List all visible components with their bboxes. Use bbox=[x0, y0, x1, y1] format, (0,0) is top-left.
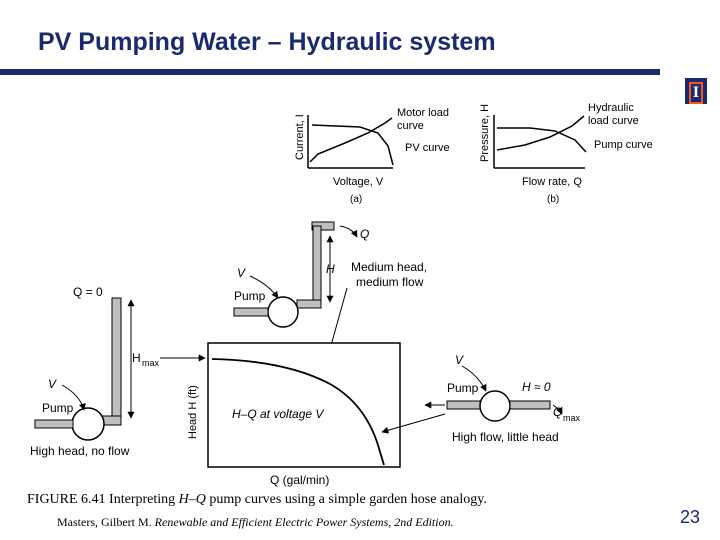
left-pump bbox=[71, 407, 105, 441]
right-outlet-hose bbox=[509, 400, 551, 410]
panel-b-tag: (b) bbox=[547, 194, 559, 205]
pump-curve bbox=[497, 127, 587, 153]
middle-q-label: Q bbox=[360, 227, 369, 241]
panel-a: Current, I Voltage, V Motor load curve P… bbox=[294, 107, 450, 205]
middle-h-label: H bbox=[326, 262, 335, 276]
source-credit: Masters, Gilbert M. Renewable and Effici… bbox=[57, 515, 454, 530]
middle-inlet-hose bbox=[233, 307, 269, 317]
motor-load-curve bbox=[309, 117, 393, 163]
panel-b-x-label: Flow rate, Q bbox=[522, 176, 582, 188]
middle-hose-setup: Q H V Pump Medium head, medium flow bbox=[233, 221, 427, 379]
left-q-label: Q = 0 bbox=[73, 285, 103, 299]
pv-curve-label: PV curve bbox=[405, 142, 450, 154]
logo-letter: I bbox=[689, 82, 703, 104]
right-q-label: Q bbox=[553, 405, 562, 419]
hq-curve bbox=[211, 358, 385, 466]
motor-load-label-2: curve bbox=[397, 120, 424, 132]
left-caption: High head, no flow bbox=[30, 444, 130, 458]
right-q-subscript: max bbox=[563, 413, 581, 423]
main-hq-plot: Head H (ft) Q (gal/min) H–Q at voltage V bbox=[160, 342, 401, 487]
hydraulic-load-curve bbox=[496, 115, 585, 151]
page-number: 23 bbox=[680, 507, 701, 527]
caption-hq: H–Q bbox=[178, 492, 206, 507]
middle-v-arrow bbox=[249, 275, 279, 299]
hydraulic-load-label-1: Hydraulic bbox=[588, 102, 634, 114]
left-vertical-hose bbox=[111, 297, 122, 425]
hose-analogy-figure: Current, I Voltage, V Motor load curve P… bbox=[30, 102, 653, 487]
main-y-label: Head H (ft) bbox=[187, 385, 199, 439]
credit-book: Renewable and Efficient Electric Power S… bbox=[154, 515, 454, 529]
right-v-label: V bbox=[455, 353, 464, 367]
left-v-label: V bbox=[48, 377, 57, 391]
hmax-subscript: max bbox=[142, 358, 160, 368]
panel-a-tag: (a) bbox=[350, 194, 362, 205]
main-x-label: Q (gal/min) bbox=[270, 473, 329, 487]
right-pump bbox=[479, 390, 511, 422]
left-pump-label: Pump bbox=[42, 401, 74, 415]
panel-a-y-label: Current, I bbox=[294, 114, 306, 160]
panel-b: Pressure, H Flow rate, Q Hydraulic load … bbox=[479, 102, 653, 205]
right-point-arrow bbox=[381, 413, 446, 434]
middle-hose-bend bbox=[296, 299, 322, 309]
right-inlet-hose bbox=[446, 400, 481, 410]
pv-curve bbox=[311, 124, 394, 166]
main-plot-frame bbox=[207, 342, 401, 468]
right-pump-label: Pump bbox=[447, 381, 479, 395]
right-q-arrow bbox=[552, 404, 563, 415]
middle-pump bbox=[267, 296, 299, 328]
middle-caption-1: Medium head, bbox=[351, 260, 427, 274]
middle-caption-2: medium flow bbox=[356, 275, 424, 289]
left-hose-setup: Q = 0 H max V Pump High head, no flow bbox=[30, 285, 160, 458]
caption-prefix: FIGURE 6.41 Interpreting bbox=[27, 492, 179, 507]
title-rule bbox=[0, 69, 660, 75]
middle-outlet-hose bbox=[311, 221, 335, 231]
hq-curve-label: H–Q at voltage V bbox=[232, 407, 324, 421]
pump-curve-label: Pump curve bbox=[594, 139, 653, 151]
motor-load-label-1: Motor load bbox=[397, 107, 449, 119]
middle-pump-label: Pump bbox=[234, 289, 266, 303]
left-inlet-hose bbox=[34, 419, 74, 429]
university-logo: I bbox=[685, 78, 707, 104]
middle-v-label: V bbox=[237, 266, 246, 280]
right-h-label: H ≈ 0 bbox=[522, 380, 551, 394]
credit-author: Masters, Gilbert M. bbox=[57, 515, 155, 529]
panel-a-x-label: Voltage, V bbox=[333, 176, 384, 188]
right-hose-setup: V Pump H ≈ 0 Q max High flow, little hea… bbox=[381, 353, 581, 444]
slide-title: PV Pumping Water – Hydraulic system bbox=[38, 28, 496, 56]
middle-q-arrow bbox=[339, 225, 358, 238]
left-v-arrow bbox=[61, 384, 86, 411]
hmax-label: H bbox=[132, 351, 141, 365]
figure-caption: FIGURE 6.41 Interpreting H–Q pump curves… bbox=[27, 492, 487, 508]
hydraulic-load-label-2: load curve bbox=[588, 115, 639, 127]
right-caption: High flow, little head bbox=[452, 430, 559, 444]
panel-b-y-label: Pressure, H bbox=[479, 104, 491, 162]
middle-vertical-hose bbox=[312, 225, 322, 309]
right-v-arrow bbox=[461, 365, 487, 392]
caption-suffix: pump curves using a simple garden hose a… bbox=[205, 492, 487, 507]
